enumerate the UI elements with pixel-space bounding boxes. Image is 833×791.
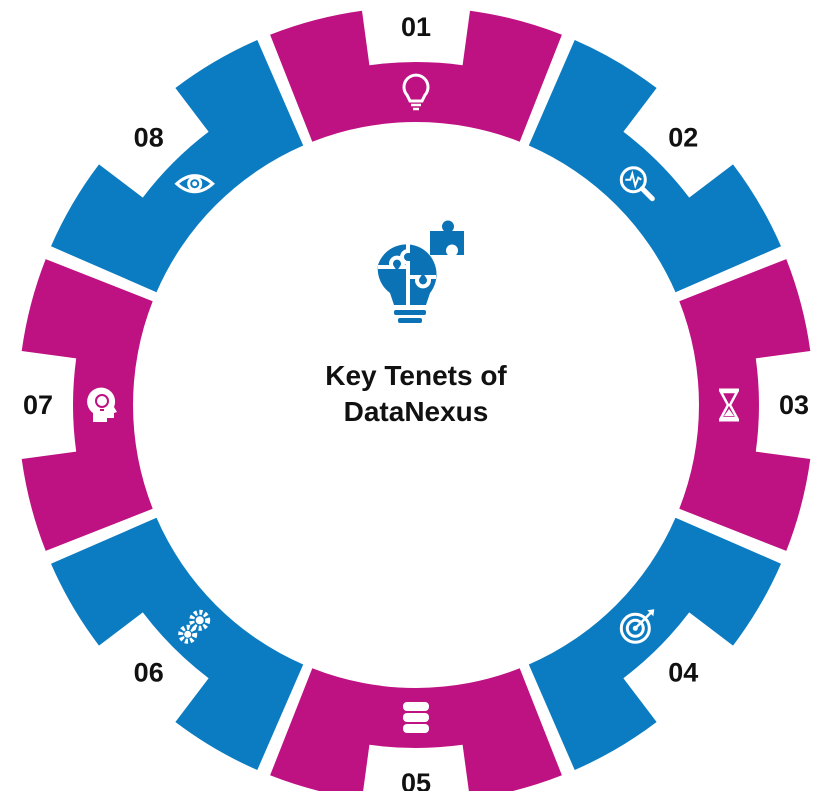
segment-shape: [679, 259, 811, 551]
segment-number: 02: [668, 123, 698, 153]
lightbulb-icon: [402, 73, 430, 111]
segment-number: 04: [668, 657, 698, 687]
segment-02: 02: [528, 40, 781, 293]
segment-shape: [528, 40, 781, 293]
analytics-magnifier-icon: [619, 166, 655, 202]
target-icon: [619, 609, 655, 644]
segment-08: 08: [51, 40, 304, 293]
segment-shape: [528, 517, 781, 770]
segment-01: 01: [270, 10, 562, 142]
segment-number: 05: [401, 768, 431, 791]
segment-06: 06: [51, 517, 304, 770]
segment-number: 03: [779, 390, 809, 420]
segment-05: 05: [270, 668, 562, 791]
hourglass-icon: [718, 388, 740, 422]
segment-shape: [21, 259, 153, 551]
center-title: Key Tenets of DataNexus: [266, 358, 566, 430]
center-title-line2: DataNexus: [343, 396, 489, 427]
segment-07: 07: [21, 259, 153, 551]
segment-04: 04: [528, 517, 781, 770]
gears-icon: [178, 609, 211, 644]
segment-shape: [51, 40, 304, 293]
segment-shape: [51, 517, 304, 770]
segments-layer: 01 02 03 04 05 06 07 08: [21, 10, 811, 791]
segment-number: 01: [401, 12, 431, 42]
segment-number: 07: [23, 390, 53, 420]
segment-number: 06: [134, 657, 164, 687]
eye-icon: [174, 174, 215, 194]
puzzle-lightbulb-icon: [377, 220, 464, 323]
idea-head-icon: [87, 387, 117, 422]
segment-03: 03: [679, 259, 811, 551]
center-title-line1: Key Tenets of: [325, 360, 507, 391]
database-icon: [403, 702, 429, 733]
segment-number: 08: [134, 123, 164, 153]
